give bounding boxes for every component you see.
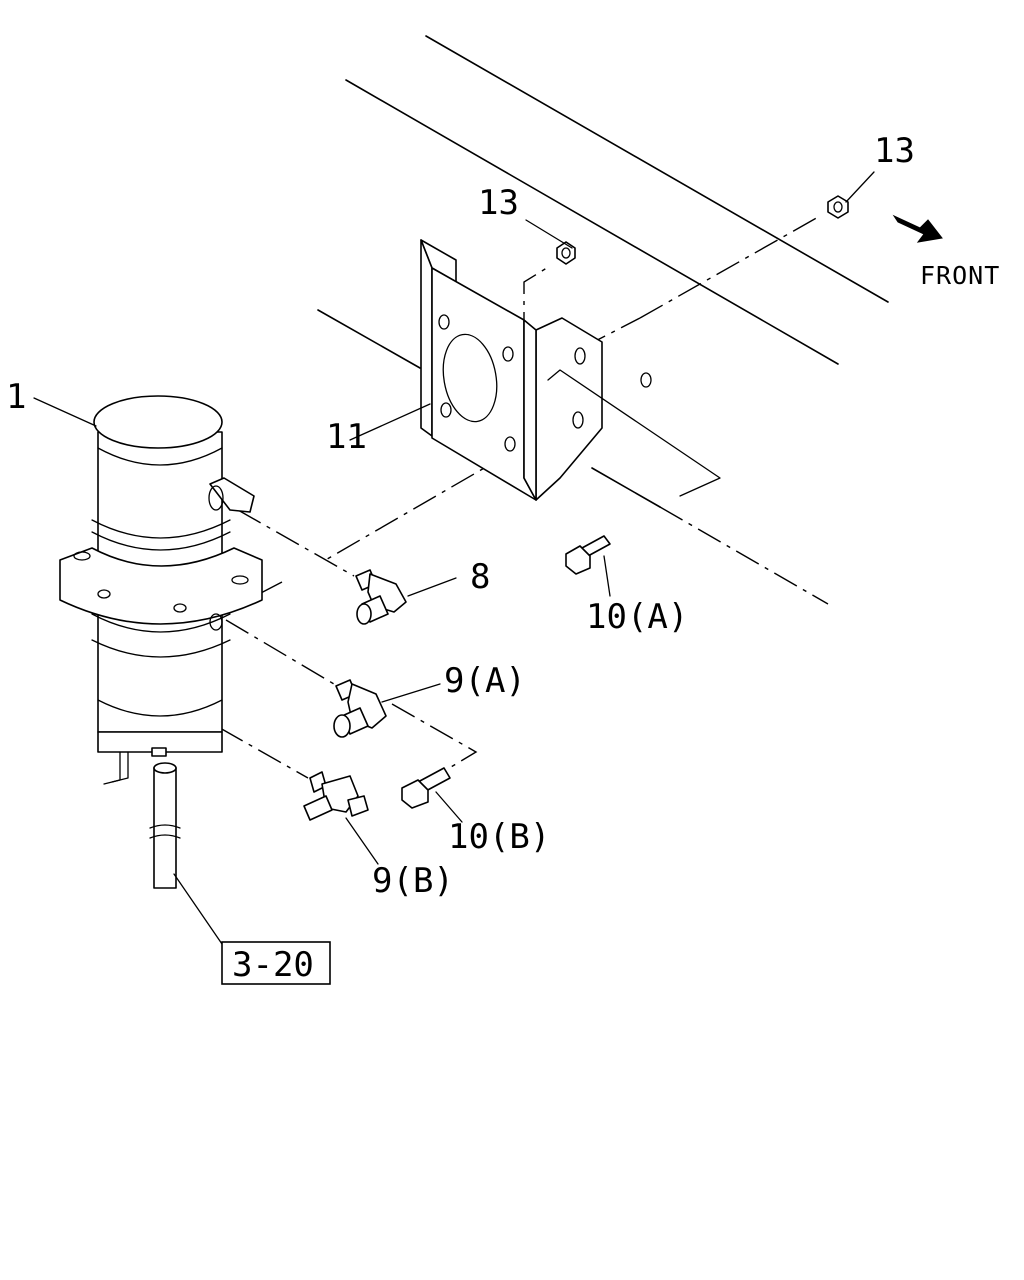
- frame-rail: [317, 35, 889, 508]
- bracket-part-11: [420, 239, 721, 501]
- callout-part-10a: 10(A): [586, 597, 688, 637]
- callout-part-1: 1: [6, 377, 26, 417]
- callout-part-9a: 9(A): [444, 661, 526, 701]
- reference-box: 3-20: [221, 941, 331, 985]
- callout-part-8: 8: [470, 557, 490, 597]
- fitting-part-9b: [303, 771, 369, 821]
- nut-part-13-right: [827, 195, 849, 219]
- callout-part-10b: 10(B): [448, 817, 550, 857]
- fuel-pipe: [149, 762, 181, 889]
- leader-lines: [33, 171, 875, 945]
- callout-part-13-right: 13: [874, 131, 915, 171]
- front-label: FRONT: [920, 261, 1000, 290]
- reference-box-label: 3-20: [232, 945, 314, 985]
- fitting-part-9a: [333, 679, 387, 738]
- bolt-part-10a: [565, 535, 611, 575]
- nut-part-13-left: [556, 241, 576, 265]
- fitting-part-8: [355, 569, 407, 625]
- front-arrow-icon: [892, 214, 943, 243]
- callout-part-9b: 9(B): [372, 861, 454, 901]
- callout-part-13-left: 13: [478, 183, 519, 223]
- callout-part-11: 11: [326, 417, 367, 457]
- filter-part-1: [59, 395, 263, 785]
- front-direction: FRONT: [892, 214, 1000, 290]
- bolt-part-10b: [401, 767, 451, 809]
